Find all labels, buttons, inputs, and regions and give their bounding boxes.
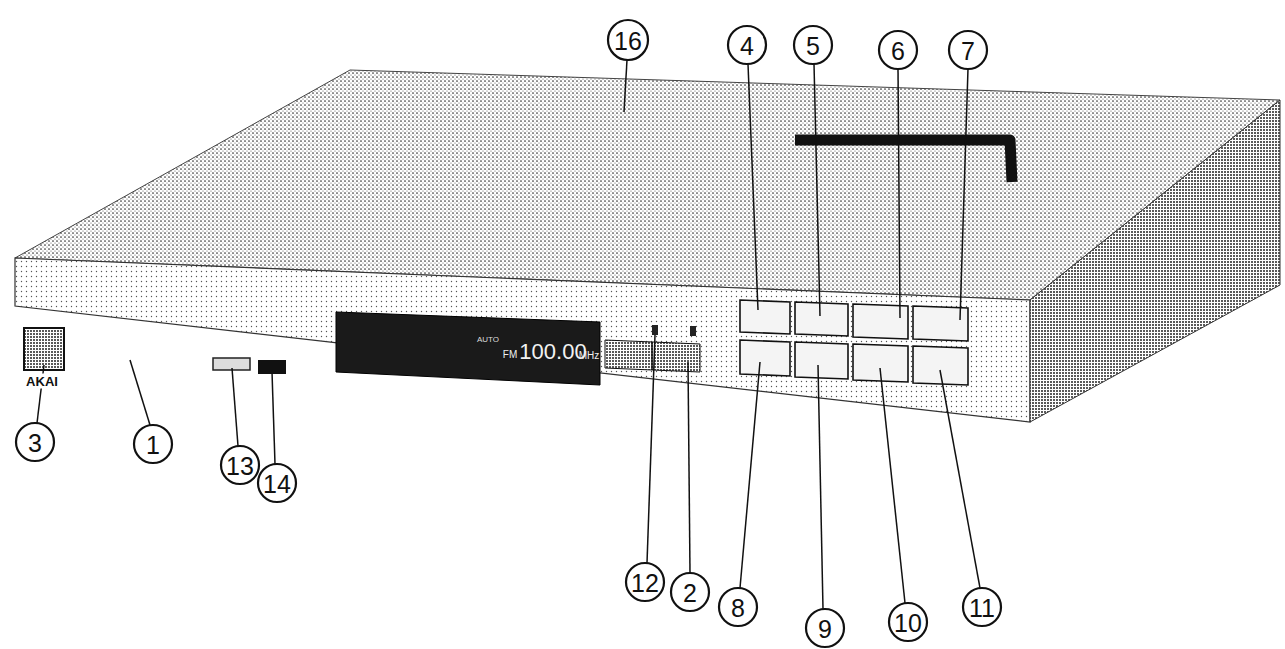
display-text: FM <box>503 350 517 360</box>
preset-buttons <box>740 300 968 385</box>
callout-number: 3 <box>28 431 42 456</box>
callout-number: 6 <box>891 39 905 64</box>
brand-logo: AKAI <box>24 374 60 389</box>
callout-number: 9 <box>818 617 832 642</box>
tuning-button <box>605 340 700 372</box>
afc-switch <box>258 360 286 374</box>
power-switch <box>24 328 64 370</box>
callout-number: 8 <box>731 596 745 621</box>
frequency-readout: 100.00 <box>519 341 586 363</box>
callout-number: 5 <box>806 34 820 59</box>
callout-number: 12 <box>631 571 659 596</box>
indicator <box>652 325 658 335</box>
callout-number: 2 <box>683 581 697 606</box>
handle <box>795 140 1012 182</box>
side-panel <box>1030 100 1280 422</box>
leader-lines <box>37 60 980 609</box>
callout-number: 10 <box>894 611 922 636</box>
display-text: MHz <box>579 351 600 361</box>
front-panel <box>15 258 1030 422</box>
callout-number: 11 <box>969 596 995 621</box>
callout-circles <box>16 20 1001 647</box>
callout-number: 14 <box>263 472 291 497</box>
indicator <box>690 326 696 336</box>
display-window <box>336 312 600 385</box>
callout-number: 4 <box>740 34 754 59</box>
callout-number: 7 <box>961 39 975 64</box>
display-text: AUTO <box>477 336 499 344</box>
callout-number: 13 <box>226 454 254 479</box>
callout-number: 1 <box>146 433 160 458</box>
callout-number: 16 <box>614 29 642 54</box>
